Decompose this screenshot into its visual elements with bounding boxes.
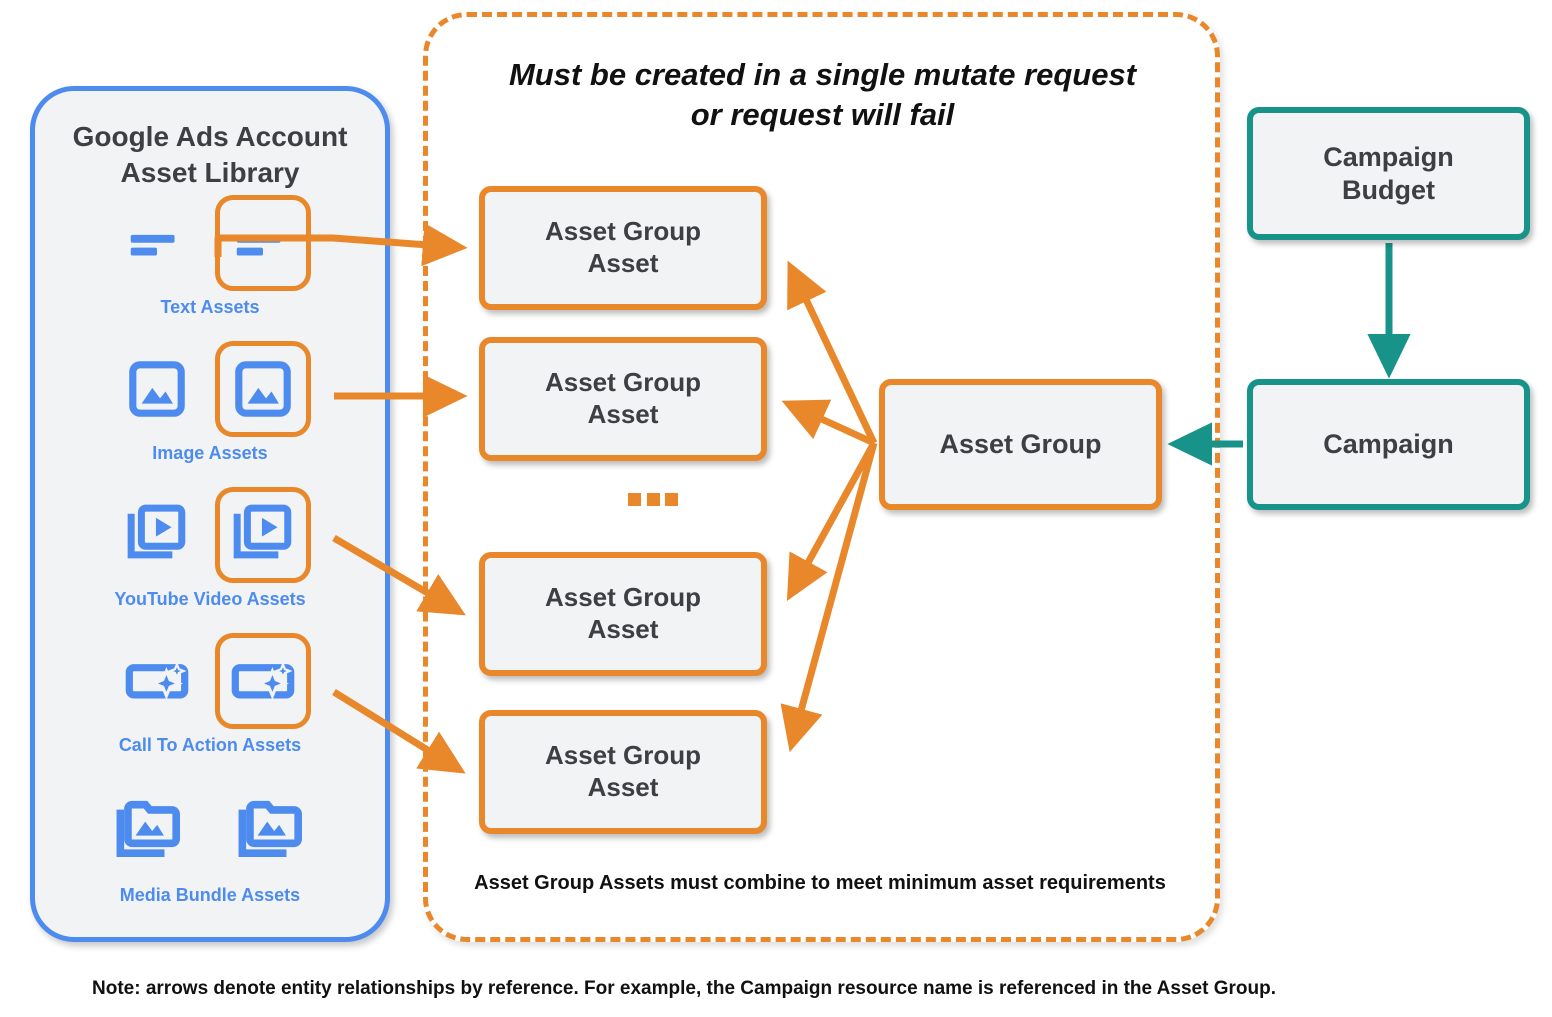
node-label: Campaign — [1323, 429, 1454, 460]
asset-library-item-label: Text Assets — [160, 297, 260, 317]
call-to-action-asset-icon — [109, 633, 205, 729]
asset-library-item-text[interactable]: Text Assets — [35, 195, 385, 318]
mutate-request-title: Must be created in a single mutate reque… — [440, 55, 1205, 136]
youtube-video-asset-icon — [109, 487, 205, 583]
node-asset-group-asset-1[interactable]: Asset Group Asset — [479, 186, 767, 310]
mutate-request-container — [423, 12, 1220, 942]
node-label-line1: Asset Group — [544, 216, 702, 247]
node-label-line1: Asset Group — [544, 367, 702, 398]
youtube-video-asset-icon-selected[interactable] — [215, 487, 311, 583]
node-asset-group-asset-4[interactable]: Asset Group Asset — [479, 710, 767, 834]
mutate-request-title-line1: Must be created in a single mutate reque… — [508, 57, 1137, 92]
node-label: Asset Group — [939, 429, 1102, 460]
node-asset-group-asset-2[interactable]: Asset Group Asset — [479, 337, 767, 461]
asset-library-title: Google Ads Account Asset Library — [35, 119, 385, 192]
asset-library-item-label: Call To Action Assets — [118, 735, 302, 755]
node-label-line1: Campaign — [1323, 141, 1454, 172]
mutate-request-footnote: Asset Group Assets must combine to meet … — [474, 872, 1166, 894]
node-label-line2: Budget — [1342, 174, 1435, 205]
asset-library-item-youtube[interactable]: YouTube Video Assets — [35, 487, 385, 610]
node-label-line2: Asset — [587, 614, 659, 644]
mutate-request-title-line2: or request will fail — [690, 97, 955, 133]
node-label-line2: Asset — [587, 772, 659, 802]
ellipsis-indicator — [628, 492, 678, 506]
asset-library-item-image[interactable]: Image Assets — [35, 341, 385, 464]
ellipsis-dot — [646, 492, 660, 506]
node-label-line2: Asset — [587, 248, 659, 278]
asset-library-title-line1: Google Ads Account — [72, 121, 348, 152]
media-bundle-asset-icon — [101, 783, 197, 879]
node-label-line2: Asset — [587, 399, 659, 429]
node-campaign-budget[interactable]: Campaign Budget — [1247, 107, 1530, 240]
call-to-action-asset-icon-selected[interactable] — [215, 633, 311, 729]
node-asset-group[interactable]: Asset Group — [879, 379, 1162, 510]
ellipsis-dot — [628, 492, 641, 506]
node-campaign[interactable]: Campaign — [1247, 379, 1530, 510]
asset-library-item-cta[interactable]: Call To Action Assets — [35, 633, 385, 756]
image-asset-icon — [109, 341, 205, 437]
asset-library-item-label: Image Assets — [152, 443, 268, 463]
asset-library-title-line2: Asset Library — [120, 157, 300, 189]
asset-library-item-label: YouTube Video Assets — [114, 589, 306, 609]
asset-library-item-media-bundle[interactable]: Media Bundle Assets — [35, 783, 385, 906]
node-label-line1: Asset Group — [544, 740, 702, 771]
node-asset-group-asset-3[interactable]: Asset Group Asset — [479, 552, 767, 676]
asset-library-panel: Google Ads Account Asset Library — [30, 86, 390, 942]
diagram-note: Note: arrows denote entity relationships… — [92, 978, 1276, 999]
asset-library-item-label: Media Bundle Assets — [119, 885, 301, 905]
image-asset-icon-selected[interactable] — [215, 341, 311, 437]
text-asset-icon-selected[interactable] — [215, 195, 311, 291]
media-bundle-asset-icon-2 — [223, 783, 319, 879]
text-asset-icon — [109, 195, 205, 291]
ellipsis-dot — [665, 492, 678, 506]
node-label-line1: Asset Group — [544, 582, 702, 613]
